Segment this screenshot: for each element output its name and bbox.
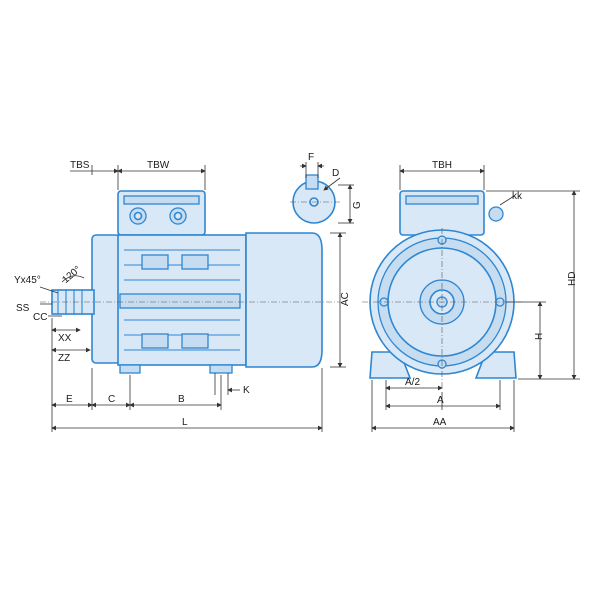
label-g: G xyxy=(352,201,363,209)
foot-rear xyxy=(209,364,233,374)
front-view-dimensions xyxy=(371,165,580,432)
shaft-end-detail xyxy=(290,162,354,224)
label-e: E xyxy=(66,394,73,405)
label-b: B xyxy=(178,394,185,405)
label-tbh: TBH xyxy=(432,160,452,171)
label-f: F xyxy=(308,152,314,163)
front-view xyxy=(362,190,522,390)
label-tbs: TBS xyxy=(70,160,90,171)
label-ac: AC xyxy=(340,292,351,306)
label-yx45: Yx45° xyxy=(14,275,41,286)
foot-front xyxy=(119,364,141,374)
terminal-box-lid xyxy=(123,195,200,205)
label-c: C xyxy=(108,394,115,405)
front-flange xyxy=(91,234,121,364)
label-h: H xyxy=(534,333,545,340)
label-kk: kk xyxy=(512,191,523,202)
front-cable-gland xyxy=(488,206,504,222)
label-aa: AA xyxy=(433,417,447,428)
fan-cover xyxy=(245,232,323,368)
label-hd: HD xyxy=(567,272,578,286)
shaft-key xyxy=(305,174,319,190)
side-view-dimensions xyxy=(39,165,346,432)
label-d: D xyxy=(332,168,339,179)
label-a: A xyxy=(437,395,444,406)
label-zz: ZZ xyxy=(58,353,70,364)
label-ss: SS xyxy=(16,303,30,314)
label-angle-120: 120° xyxy=(60,264,83,286)
label-l: L xyxy=(182,417,188,428)
label-a-half: A/2 xyxy=(405,377,420,388)
label-cc: CC xyxy=(33,312,47,323)
side-view xyxy=(40,190,340,374)
label-k: K xyxy=(243,385,250,396)
label-tbw: TBW xyxy=(147,160,170,171)
label-xx: XX xyxy=(58,333,72,344)
